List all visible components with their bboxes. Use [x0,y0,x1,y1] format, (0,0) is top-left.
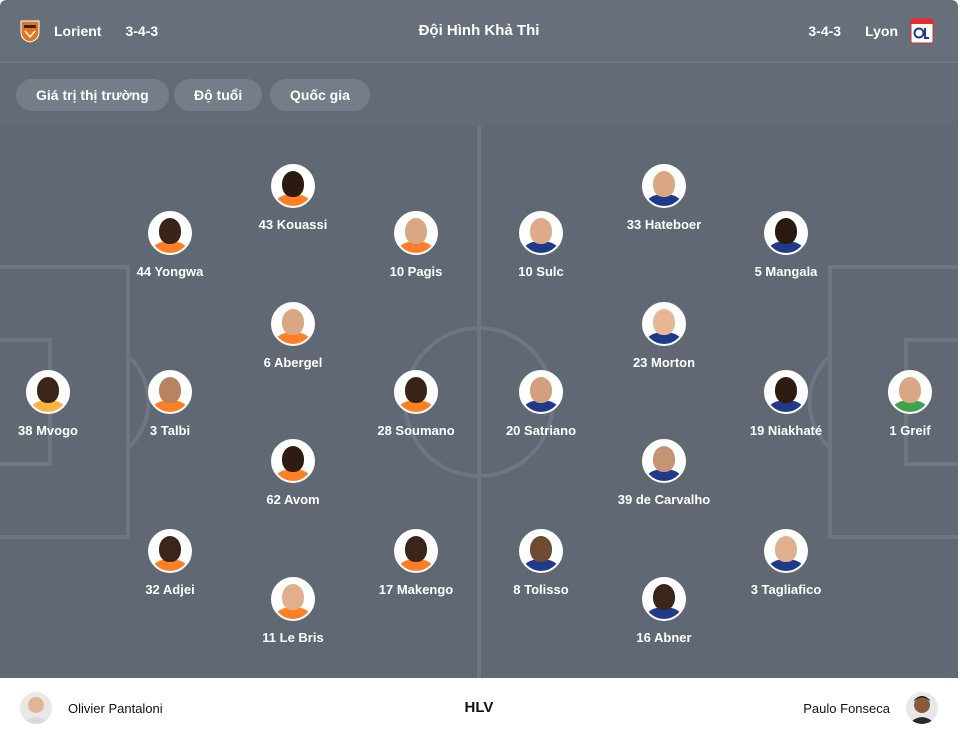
player-avatar [271,577,315,621]
market-value-filter-button[interactable]: Giá trị thị trường [16,79,169,111]
player-abner[interactable]: 16 Abner [599,577,729,645]
player-name: 5 Mangala [754,264,818,279]
player-avatar [888,370,932,414]
player-avom[interactable]: 62 Avom [228,439,358,507]
player-le-bris[interactable]: 11 Le Bris [228,577,358,645]
player-name: 62 Avom [266,492,320,507]
player-avatar [148,529,192,573]
lineup-header: Lorient 3-4-3 Đội Hình Khả Thi 3-4-3 Lyo… [0,0,958,62]
away-team-name: Lyon [865,23,898,39]
player-avatar [519,370,563,414]
player-name: 23 Morton [632,355,696,370]
player-avatar [271,439,315,483]
player-name: 8 Tolisso [513,582,569,597]
coach-section-label: HLV [464,699,494,716]
player-kouassi[interactable]: 43 Kouassi [228,164,358,232]
player-de-carvalho[interactable]: 39 de Carvalho [599,439,729,507]
player-name: 6 Abergel [263,355,323,370]
player-abergel[interactable]: 6 Abergel [228,302,358,370]
away-team[interactable]: 3-4-3 Lyon [792,0,934,62]
player-avatar [519,211,563,255]
player-tagliafico[interactable]: 3 Tagliafico [721,529,851,597]
home-team-name: Lorient [54,23,102,39]
player-avatar [271,164,315,208]
player-tolisso[interactable]: 8 Tolisso [476,529,606,597]
player-yongwa[interactable]: 44 Yongwa [105,211,235,279]
age-filter-button[interactable]: Độ tuổi [174,79,263,111]
player-name: 17 Makengo [378,582,454,597]
nationality-filter-button[interactable]: Quốc gia [270,79,370,111]
player-niakhate[interactable]: 19 Niakhaté [721,370,851,438]
away-coach[interactable]: Paulo Fonseca [803,678,938,738]
player-name: 16 Abner [636,630,692,645]
player-soumano[interactable]: 28 Soumano [351,370,481,438]
lorient-crest-icon [18,19,42,43]
player-name: 1 Greif [889,423,931,438]
player-avatar [642,439,686,483]
player-name: 10 Pagis [389,264,443,279]
player-avatar [148,211,192,255]
player-avatar [394,529,438,573]
player-name: 39 de Carvalho [617,492,711,507]
player-avatar [642,302,686,346]
player-avatar [519,529,563,573]
player-name: 3 Tagliafico [750,582,822,597]
player-satriano[interactable]: 20 Satriano [476,370,606,438]
player-name: 20 Satriano [505,423,577,438]
player-makengo[interactable]: 17 Makengo [351,529,481,597]
player-avatar [764,211,808,255]
player-avatar [148,370,192,414]
player-mvogo[interactable]: 38 Mvogo [0,370,113,438]
coach-avatar [20,692,52,724]
player-avatar [394,211,438,255]
page-title: Đội Hình Khả Thi [418,22,540,39]
player-pagis[interactable]: 10 Pagis [351,211,481,279]
player-avatar [642,577,686,621]
player-name: 3 Talbi [149,423,191,438]
player-name: 33 Hateboer [626,217,702,232]
player-name: 32 Adjei [145,582,195,597]
away-coach-name: Paulo Fonseca [803,700,890,716]
player-avatar [271,302,315,346]
pitch: 38 Mvogo 3 Talbi 44 Yongwa 32 Adjei 43 K… [0,126,958,678]
player-name: 38 Mvogo [18,423,78,438]
player-name: 28 Soumano [377,423,455,438]
lyon-crest-icon [910,18,934,44]
home-coach-name: Olivier Pantaloni [68,700,163,716]
player-morton[interactable]: 23 Morton [599,302,729,370]
player-avatar [764,370,808,414]
player-sulc[interactable]: 10 Sulc [476,211,606,279]
player-talbi[interactable]: 3 Talbi [105,370,235,438]
player-avatar [764,529,808,573]
away-formation: 3-4-3 [808,23,842,39]
player-hateboer[interactable]: 33 Hateboer [599,164,729,232]
player-adjei[interactable]: 32 Adjei [105,529,235,597]
home-coach[interactable]: Olivier Pantaloni [20,678,163,738]
player-name: 43 Kouassi [258,217,328,232]
player-avatar [26,370,70,414]
home-formation: 3-4-3 [125,23,159,39]
player-avatar [394,370,438,414]
player-name: 11 Le Bris [262,630,324,645]
player-name: 44 Yongwa [136,264,204,279]
coach-avatar [906,692,938,724]
home-team[interactable]: Lorient 3-4-3 [18,0,174,62]
player-avatar [642,164,686,208]
player-mangala[interactable]: 5 Mangala [721,211,851,279]
player-name: 10 Sulc [518,264,564,279]
filter-bar: Giá trị thị trường Độ tuổi Quốc gia [0,62,958,126]
player-greif[interactable]: 1 Greif [845,370,958,438]
player-name: 19 Niakhaté [749,423,823,438]
coaches-bar: Olivier Pantaloni HLV Paulo Fonseca [0,678,958,738]
